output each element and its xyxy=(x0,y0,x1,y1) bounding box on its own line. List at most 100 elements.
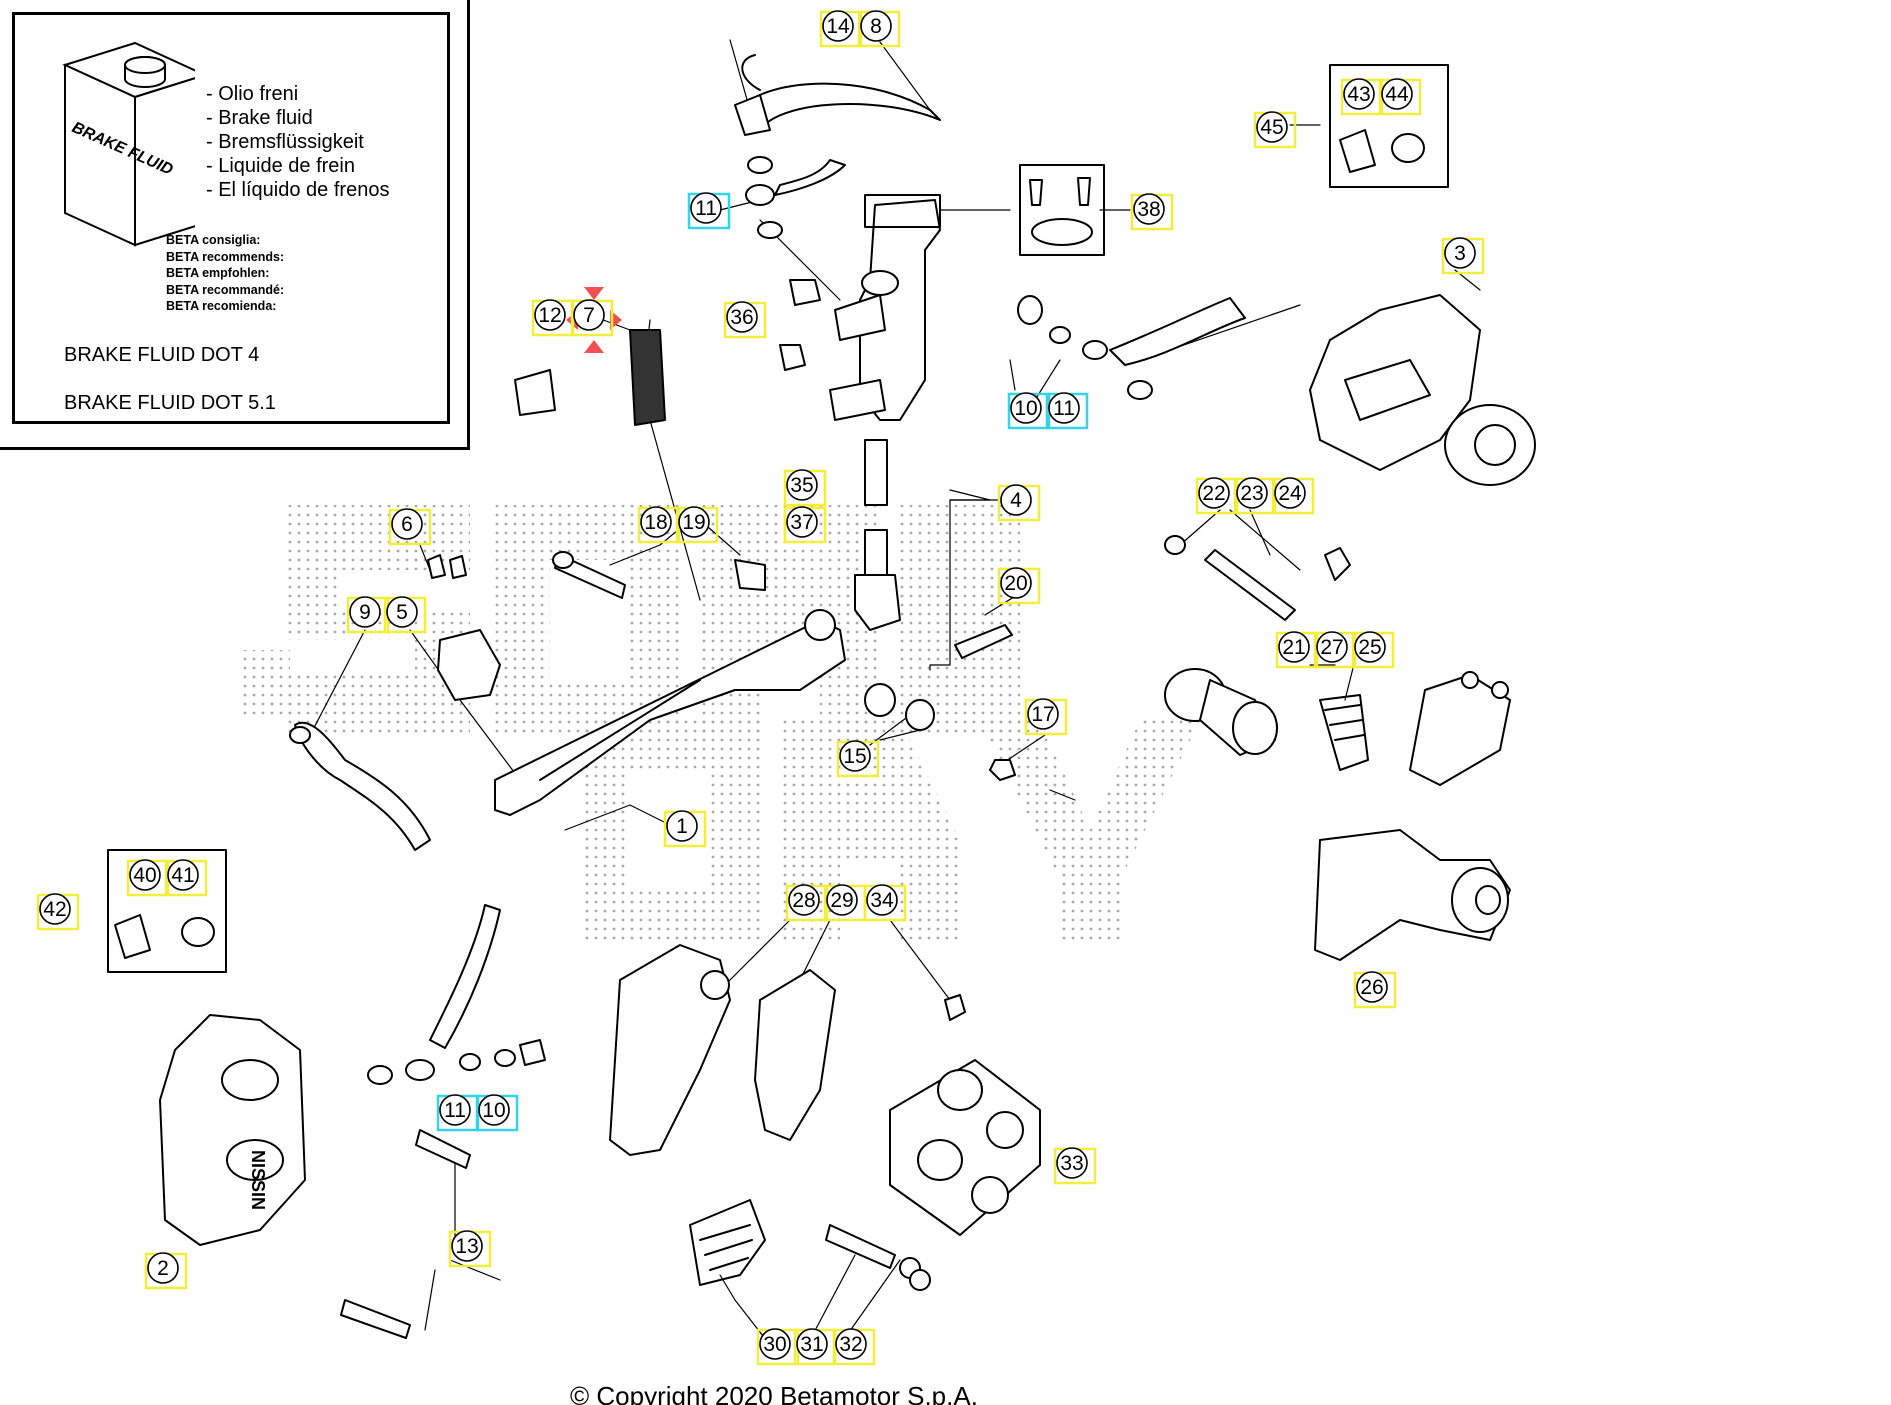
callout-circle xyxy=(573,299,605,331)
callout-circle xyxy=(1133,193,1165,225)
callout-circle xyxy=(826,884,858,916)
callout-circle xyxy=(1316,631,1348,663)
callout-number: 14 xyxy=(826,15,850,38)
callout-circle xyxy=(129,859,161,891)
callout-number: 15 xyxy=(843,745,866,768)
callout-4: 4 xyxy=(997,484,1041,522)
callout-number: 28 xyxy=(792,889,815,912)
callout-number: 11 xyxy=(444,1099,466,1122)
callout-number: 27 xyxy=(1320,636,1343,659)
callout-42: 42 xyxy=(36,893,80,931)
callout-circle xyxy=(860,10,892,42)
callout-15: 15 xyxy=(836,740,880,778)
callout-number: 26 xyxy=(1360,976,1383,999)
callout-circle xyxy=(1256,111,1288,143)
callout-circle xyxy=(822,10,854,42)
callout-35: 35 xyxy=(783,469,827,507)
callout-38: 38 xyxy=(1130,193,1174,231)
callout-number: 5 xyxy=(396,601,408,624)
callout-number: 43 xyxy=(1347,83,1370,106)
recommends-de: BETA empfohlen: xyxy=(166,266,270,280)
callout-circle xyxy=(167,859,199,891)
callout-37: 37 xyxy=(783,506,827,544)
callout-circle xyxy=(786,506,818,538)
callout-13: 13 xyxy=(448,1230,492,1268)
callout-circle xyxy=(839,740,871,772)
callout-22: 22 xyxy=(1195,477,1239,515)
callout-circle xyxy=(1000,567,1032,599)
callout-number: 34 xyxy=(870,889,894,912)
parts-linework: NISSIN xyxy=(107,39,1536,1346)
callout-number: 10 xyxy=(482,1099,505,1122)
callout-circle xyxy=(640,506,672,538)
callout-circle xyxy=(788,884,820,916)
callout-circle xyxy=(690,192,722,224)
callout-circle xyxy=(39,893,71,925)
callout-number: 42 xyxy=(43,898,66,921)
callout-14: 14 xyxy=(819,10,863,48)
callout-1: 1 xyxy=(663,810,707,848)
callout-11: 11 xyxy=(436,1094,480,1132)
callout-circle xyxy=(1343,78,1375,110)
fluid-name-fr: - Liquide de frein xyxy=(206,155,355,177)
callout-number: 12 xyxy=(538,304,561,327)
callout-circle xyxy=(1354,631,1386,663)
callout-number: 19 xyxy=(682,511,705,534)
callout-circle xyxy=(678,506,710,538)
callout-30: 30 xyxy=(756,1328,800,1366)
callout-6: 6 xyxy=(388,508,432,546)
callout-20: 20 xyxy=(997,567,1041,605)
callout-circle xyxy=(1056,1147,1088,1179)
callout-number: 20 xyxy=(1004,572,1027,595)
callout-11: 11 xyxy=(1045,392,1089,430)
callout-7: 7 xyxy=(570,299,614,337)
callout-43: 43 xyxy=(1340,78,1384,116)
brake-fluid-can-icon: BRAKE FLUID xyxy=(62,41,195,247)
callout-circle xyxy=(391,508,423,540)
callout-number: 11 xyxy=(1053,397,1075,420)
callout-21: 21 xyxy=(1275,631,1319,669)
callout-number: 4 xyxy=(1010,489,1022,512)
callout-2: 2 xyxy=(144,1252,188,1290)
callout-number: 9 xyxy=(359,601,371,624)
callout-number: 31 xyxy=(800,1333,823,1356)
callout-circle xyxy=(386,596,418,628)
callout-number: 44 xyxy=(1385,83,1409,106)
callout-circle xyxy=(835,1328,867,1360)
callout-number: 35 xyxy=(790,474,813,497)
callout-number: 17 xyxy=(1031,703,1054,726)
callout-number: 21 xyxy=(1282,636,1305,659)
callout-circle xyxy=(1000,484,1032,516)
copyright-text: © Copyright 2020 Betamotor S.p.A. xyxy=(570,1381,978,1405)
callout-circle xyxy=(451,1230,483,1262)
callout-number: 38 xyxy=(1137,198,1160,221)
brake-fluid-legend: BRAKE FLUID - Olio freni - Brake fluid -… xyxy=(0,0,470,450)
callout-circle xyxy=(786,469,818,501)
callout-number: 2 xyxy=(157,1257,169,1280)
callout-29: 29 xyxy=(823,884,867,922)
callout-23: 23 xyxy=(1233,477,1277,515)
callout-circle xyxy=(759,1328,791,1360)
callout-circle xyxy=(147,1252,179,1284)
callout-circle xyxy=(726,301,758,333)
fluid-name-list: - Olio freni - Brake fluid - Bremsflüssi… xyxy=(206,82,389,202)
callout-number: 8 xyxy=(870,15,882,38)
callout-number: 1 xyxy=(676,815,688,838)
callout-17: 17 xyxy=(1024,698,1068,736)
callout-number: 18 xyxy=(644,511,667,534)
callout-number: 7 xyxy=(583,304,595,327)
callout-33: 33 xyxy=(1053,1147,1097,1185)
recommends-en: BETA recommends: xyxy=(166,249,285,264)
callout-number: 36 xyxy=(730,306,753,329)
callout-number: 6 xyxy=(401,513,413,536)
callout-44: 44 xyxy=(1378,78,1422,116)
callout-41: 41 xyxy=(164,859,208,897)
fluid-name-it: - Olio freni xyxy=(206,83,299,105)
callout-circle xyxy=(1010,392,1042,424)
callout-24: 24 xyxy=(1271,477,1315,515)
callout-circle xyxy=(534,299,566,331)
callout-number: 3 xyxy=(1454,242,1466,265)
fluid-name-en: - Brake fluid xyxy=(206,107,313,129)
